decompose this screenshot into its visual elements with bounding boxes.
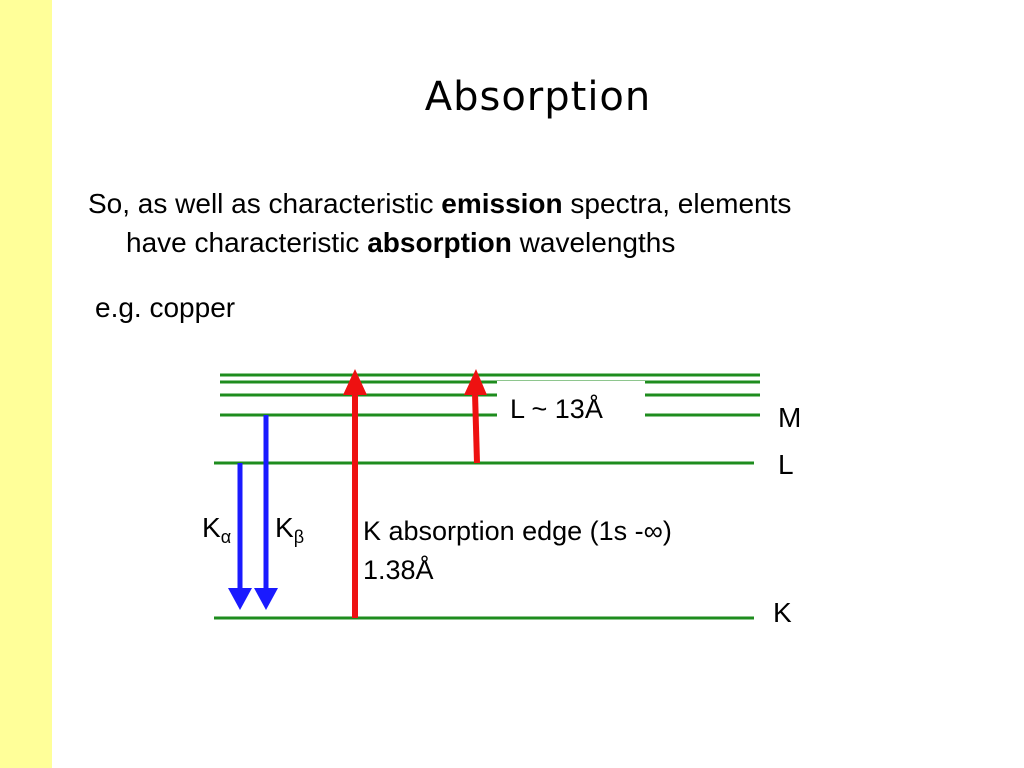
bullet-part2: spectra, elements bbox=[562, 188, 792, 219]
level-label-m: M bbox=[778, 402, 801, 433]
k-edge-label-line2: 1.38Å bbox=[363, 554, 434, 585]
k-beta-arrow bbox=[254, 415, 278, 610]
k-beta-label: Kβ bbox=[275, 512, 304, 547]
bullet-bold-emission: emission bbox=[441, 188, 563, 219]
k-alpha-arrow bbox=[228, 463, 252, 610]
level-label-l: L bbox=[778, 449, 794, 480]
k-edge-label-line1: K absorption edge (1s -∞) bbox=[363, 516, 672, 546]
level-label-k: K bbox=[773, 597, 792, 628]
beta-subscript: β bbox=[294, 527, 304, 547]
infinity-symbol: ∞ bbox=[644, 516, 663, 546]
alpha-subscript: α bbox=[221, 527, 231, 547]
bullet-part4: wavelengths bbox=[511, 227, 676, 258]
l-edge-label: L ~ 13Å bbox=[510, 393, 603, 424]
bullet-text: So, as well as characteristic emission s… bbox=[88, 184, 968, 262]
l-absorption-arrow bbox=[464, 369, 487, 464]
side-strip bbox=[0, 0, 52, 768]
bullet-bold-absorption: absorption bbox=[367, 227, 512, 258]
bullet-part3: have characteristic bbox=[126, 227, 368, 258]
l-label-box bbox=[497, 381, 645, 427]
slide-title: Absorption bbox=[424, 74, 652, 120]
k-alpha-label: Kα bbox=[202, 512, 231, 547]
k-absorption-arrow bbox=[343, 369, 367, 618]
bullet-part1: So, as well as characteristic bbox=[88, 188, 442, 219]
example-text: e.g. copper bbox=[95, 292, 236, 323]
